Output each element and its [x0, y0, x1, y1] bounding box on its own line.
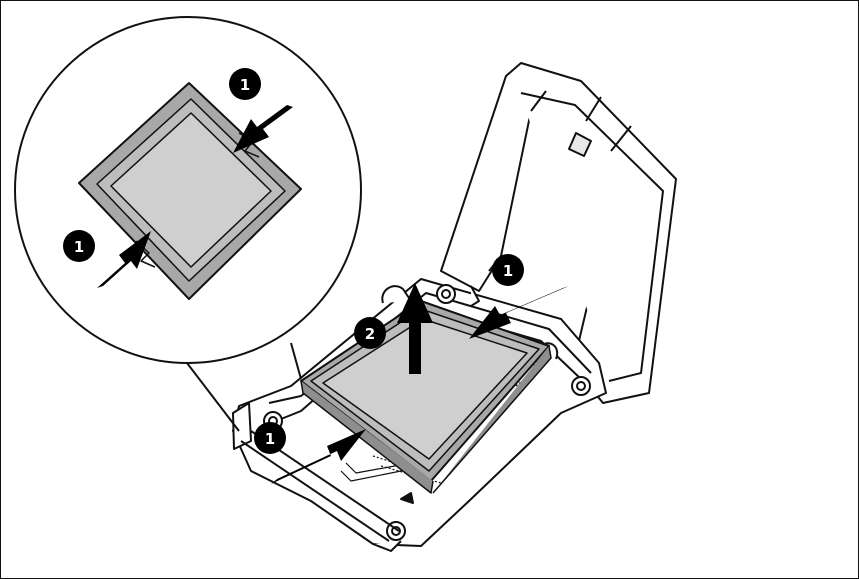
callout-icon: 1 — [63, 230, 95, 262]
callout-number: 1 — [503, 262, 513, 280]
callout-number: 1 — [74, 238, 84, 256]
callout-number: 1 — [240, 76, 250, 94]
callout-number: 2 — [365, 325, 375, 343]
callout-icon: 2 — [354, 317, 386, 349]
zoom-inset — [15, 17, 361, 431]
callout-icon: 1 — [492, 254, 524, 286]
callout-icon: 1 — [254, 422, 286, 454]
leader-line — [187, 363, 239, 431]
callout-number: 1 — [265, 430, 275, 448]
callout-icon: 1 — [229, 68, 261, 100]
leader-line — [291, 343, 301, 379]
